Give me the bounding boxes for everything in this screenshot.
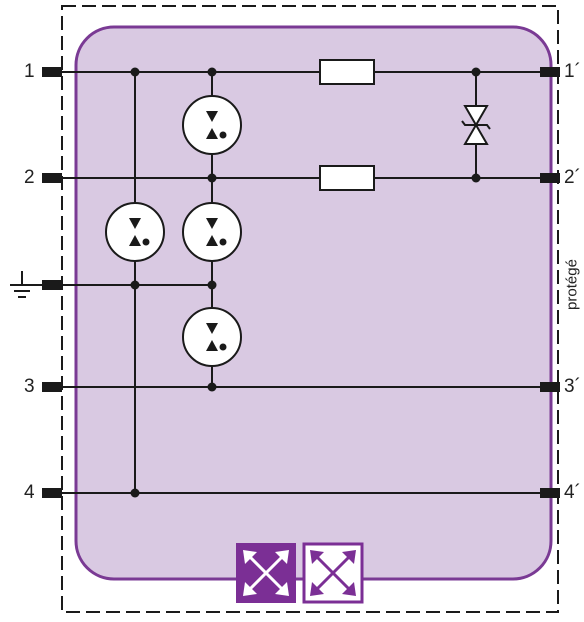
terminal-label-right-3: 3´	[564, 376, 581, 397]
gas-discharge-tube-icon	[182, 307, 242, 367]
pin-right-3	[540, 382, 560, 392]
side-label-protected: protégé	[563, 259, 581, 310]
terminal-label-left-4: 4	[24, 482, 35, 503]
bidirectional-tvs-diode-icon	[461, 105, 491, 145]
resistor-icon	[319, 165, 375, 191]
terminal-label-left-3: 3	[24, 376, 35, 397]
junction-dots	[130, 67, 481, 498]
pin-left-1	[42, 67, 62, 77]
pin-left-3	[42, 382, 62, 392]
gas-discharge-tube-icon	[182, 202, 242, 262]
pin-right-1	[540, 67, 560, 77]
terminal-label-left-1: 1	[24, 61, 35, 82]
pin-right-4	[540, 488, 560, 498]
terminal-label-right-1: 1´	[564, 61, 581, 82]
terminal-label-left-2: 2	[24, 167, 35, 188]
terminal-label-right-4: 4´	[564, 482, 581, 503]
pin-left-ground	[42, 280, 62, 290]
terminal-pins-right	[540, 67, 560, 498]
gas-discharge-tube-icon	[105, 202, 165, 262]
pin-left-4	[42, 488, 62, 498]
enclosure-dashed-frame	[61, 5, 559, 613]
terminal-label-right-2: 2´	[564, 167, 581, 188]
terminal-pins-left	[42, 67, 62, 498]
arrows-expand-filled-icon	[236, 543, 296, 603]
resistor-icon	[319, 59, 375, 85]
pin-right-2	[540, 173, 560, 183]
pin-left-2	[42, 173, 62, 183]
ground-icon	[10, 271, 42, 298]
arrows-expand-outline-icon	[302, 542, 364, 604]
gas-discharge-tube-icon	[182, 95, 242, 155]
